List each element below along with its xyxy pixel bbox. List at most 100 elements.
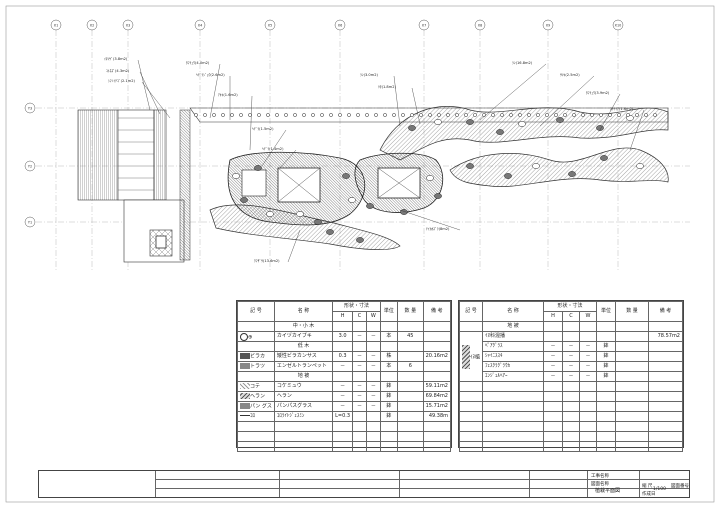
leader-lines [137, 59, 645, 263]
hedge-symbol [275, 113, 279, 117]
row-code: トラツ [237, 361, 275, 372]
grid-label: X3 [126, 24, 130, 28]
hedge-symbol [230, 113, 234, 117]
hedge-symbol [554, 113, 558, 117]
hedge-symbol [365, 113, 369, 117]
sheet-border [5, 5, 715, 503]
row-h: － [332, 391, 354, 402]
tree-symbol [296, 211, 304, 217]
grid-label: X1 [54, 24, 58, 28]
plant-annotation: ﾍﾃﾞﾗ(1.5m2) [252, 126, 274, 131]
plant-annotation: ｽﾄｹｲｱ(1.6m2) [610, 106, 634, 111]
grid-label: X8 [478, 24, 482, 28]
hedge-symbol [239, 113, 243, 117]
col-name: 名 称 [273, 301, 334, 322]
section-label: 低 木 [273, 341, 334, 352]
col-h: H [543, 311, 564, 322]
hedge-symbol [266, 113, 270, 117]
row-h: 0.3 [332, 351, 354, 362]
grid-bubble [418, 19, 430, 31]
grid-bubble [264, 19, 276, 31]
row-unit: 鉢 [379, 391, 398, 402]
row-h: － [543, 361, 564, 372]
drawing-number-label: 図面番号 [671, 484, 689, 489]
plant-annotation: ﾍﾃﾞﾗｼﾞｮｳ(2.6m2) [196, 72, 225, 77]
hedge-symbol [644, 113, 648, 117]
hedge-symbol [302, 113, 306, 117]
row-w: － [365, 351, 381, 362]
row-name: ヘラン [273, 391, 334, 402]
row-unit: 本 [379, 331, 398, 342]
row-code: コテ [237, 381, 275, 392]
hedge-symbol [203, 113, 207, 117]
row-name: パンパスグラス [273, 401, 334, 412]
row-c: － [562, 351, 581, 362]
tree-symbol [342, 173, 350, 179]
row-qty [615, 361, 650, 372]
row-c [352, 411, 367, 422]
grid-bubble [50, 19, 62, 31]
hedge-symbol [383, 113, 387, 117]
row-note [422, 361, 452, 372]
row-note: 69.84m2 [422, 391, 452, 402]
col-qty: 数 量 [615, 301, 650, 322]
row-h: － [543, 351, 564, 362]
row-unit: 鉢 [379, 401, 398, 412]
tree-symbol [434, 119, 442, 125]
title-block: 工事名称 図面名称 植栽平面図 縮 尺 1/100 図面番号 作成日 [38, 470, 690, 498]
plant-annotation: ﾀﾏﾘｭｳ(4.0m2) [186, 60, 210, 65]
row-unit: 鉢 [596, 341, 617, 352]
hedge-symbol [590, 113, 594, 117]
row-name: ｲﾇ科混播 [482, 331, 545, 342]
plant-annotation: ｸﾏｻﾞｻ(13.6m2) [254, 258, 280, 263]
hedge-symbol [437, 113, 441, 117]
hedge-symbol [455, 113, 459, 117]
row-unit: 鉢 [596, 371, 617, 382]
table-row: 低 木 [237, 341, 452, 352]
tree-symbol [356, 237, 364, 243]
hedge-symbol [545, 113, 549, 117]
row-qty: 45 [396, 331, 424, 342]
hedge-symbol [491, 113, 495, 117]
structure-b [377, 167, 421, 199]
row-name: 矮性ビラカンサス [273, 351, 334, 362]
hedge-symbol [635, 113, 639, 117]
row-qty [615, 341, 650, 352]
col-code: 記 号 [237, 301, 275, 322]
plant-annotation: ﾗﾝ(3.0m2) [360, 73, 378, 77]
row-w: － [579, 361, 598, 372]
hedge-symbol [410, 113, 414, 117]
hedge-symbol [347, 113, 351, 117]
group-code: ｲﾇ植 [458, 331, 484, 382]
row-c: － [352, 361, 367, 372]
row-c: － [352, 351, 367, 362]
planting-bed-right [449, 147, 669, 187]
row-unit [596, 331, 617, 342]
row-note [648, 361, 683, 372]
hedge-symbol [617, 113, 621, 117]
row-name: カイヅカイブキ [273, 331, 334, 342]
plant-schedule-left: 記 号 名 称 形状・寸法 単位 数 量 備 考 H C W 中・小 木⊕カイヅ… [236, 300, 452, 452]
hedge-symbol [392, 113, 396, 117]
row-c: － [562, 371, 581, 382]
row-c: － [352, 391, 367, 402]
tree-symbols [194, 113, 657, 243]
plant-annotation: ﾀﾏﾘｭｳ(3.9m2) [586, 90, 610, 95]
row-w [365, 411, 381, 422]
hedge-symbol [338, 113, 342, 117]
table-row: 中・小 木 [237, 321, 452, 332]
hedge-symbol [221, 113, 225, 117]
hedge-symbol [572, 113, 576, 117]
hedge-symbol [581, 113, 585, 117]
tree-symbol [636, 163, 644, 169]
hedge-symbol [356, 113, 360, 117]
grid-bubble [474, 19, 486, 31]
row-h: － [332, 361, 354, 372]
tree-symbol [466, 163, 474, 169]
row-w: － [365, 391, 381, 402]
row-unit: 本 [379, 361, 398, 372]
